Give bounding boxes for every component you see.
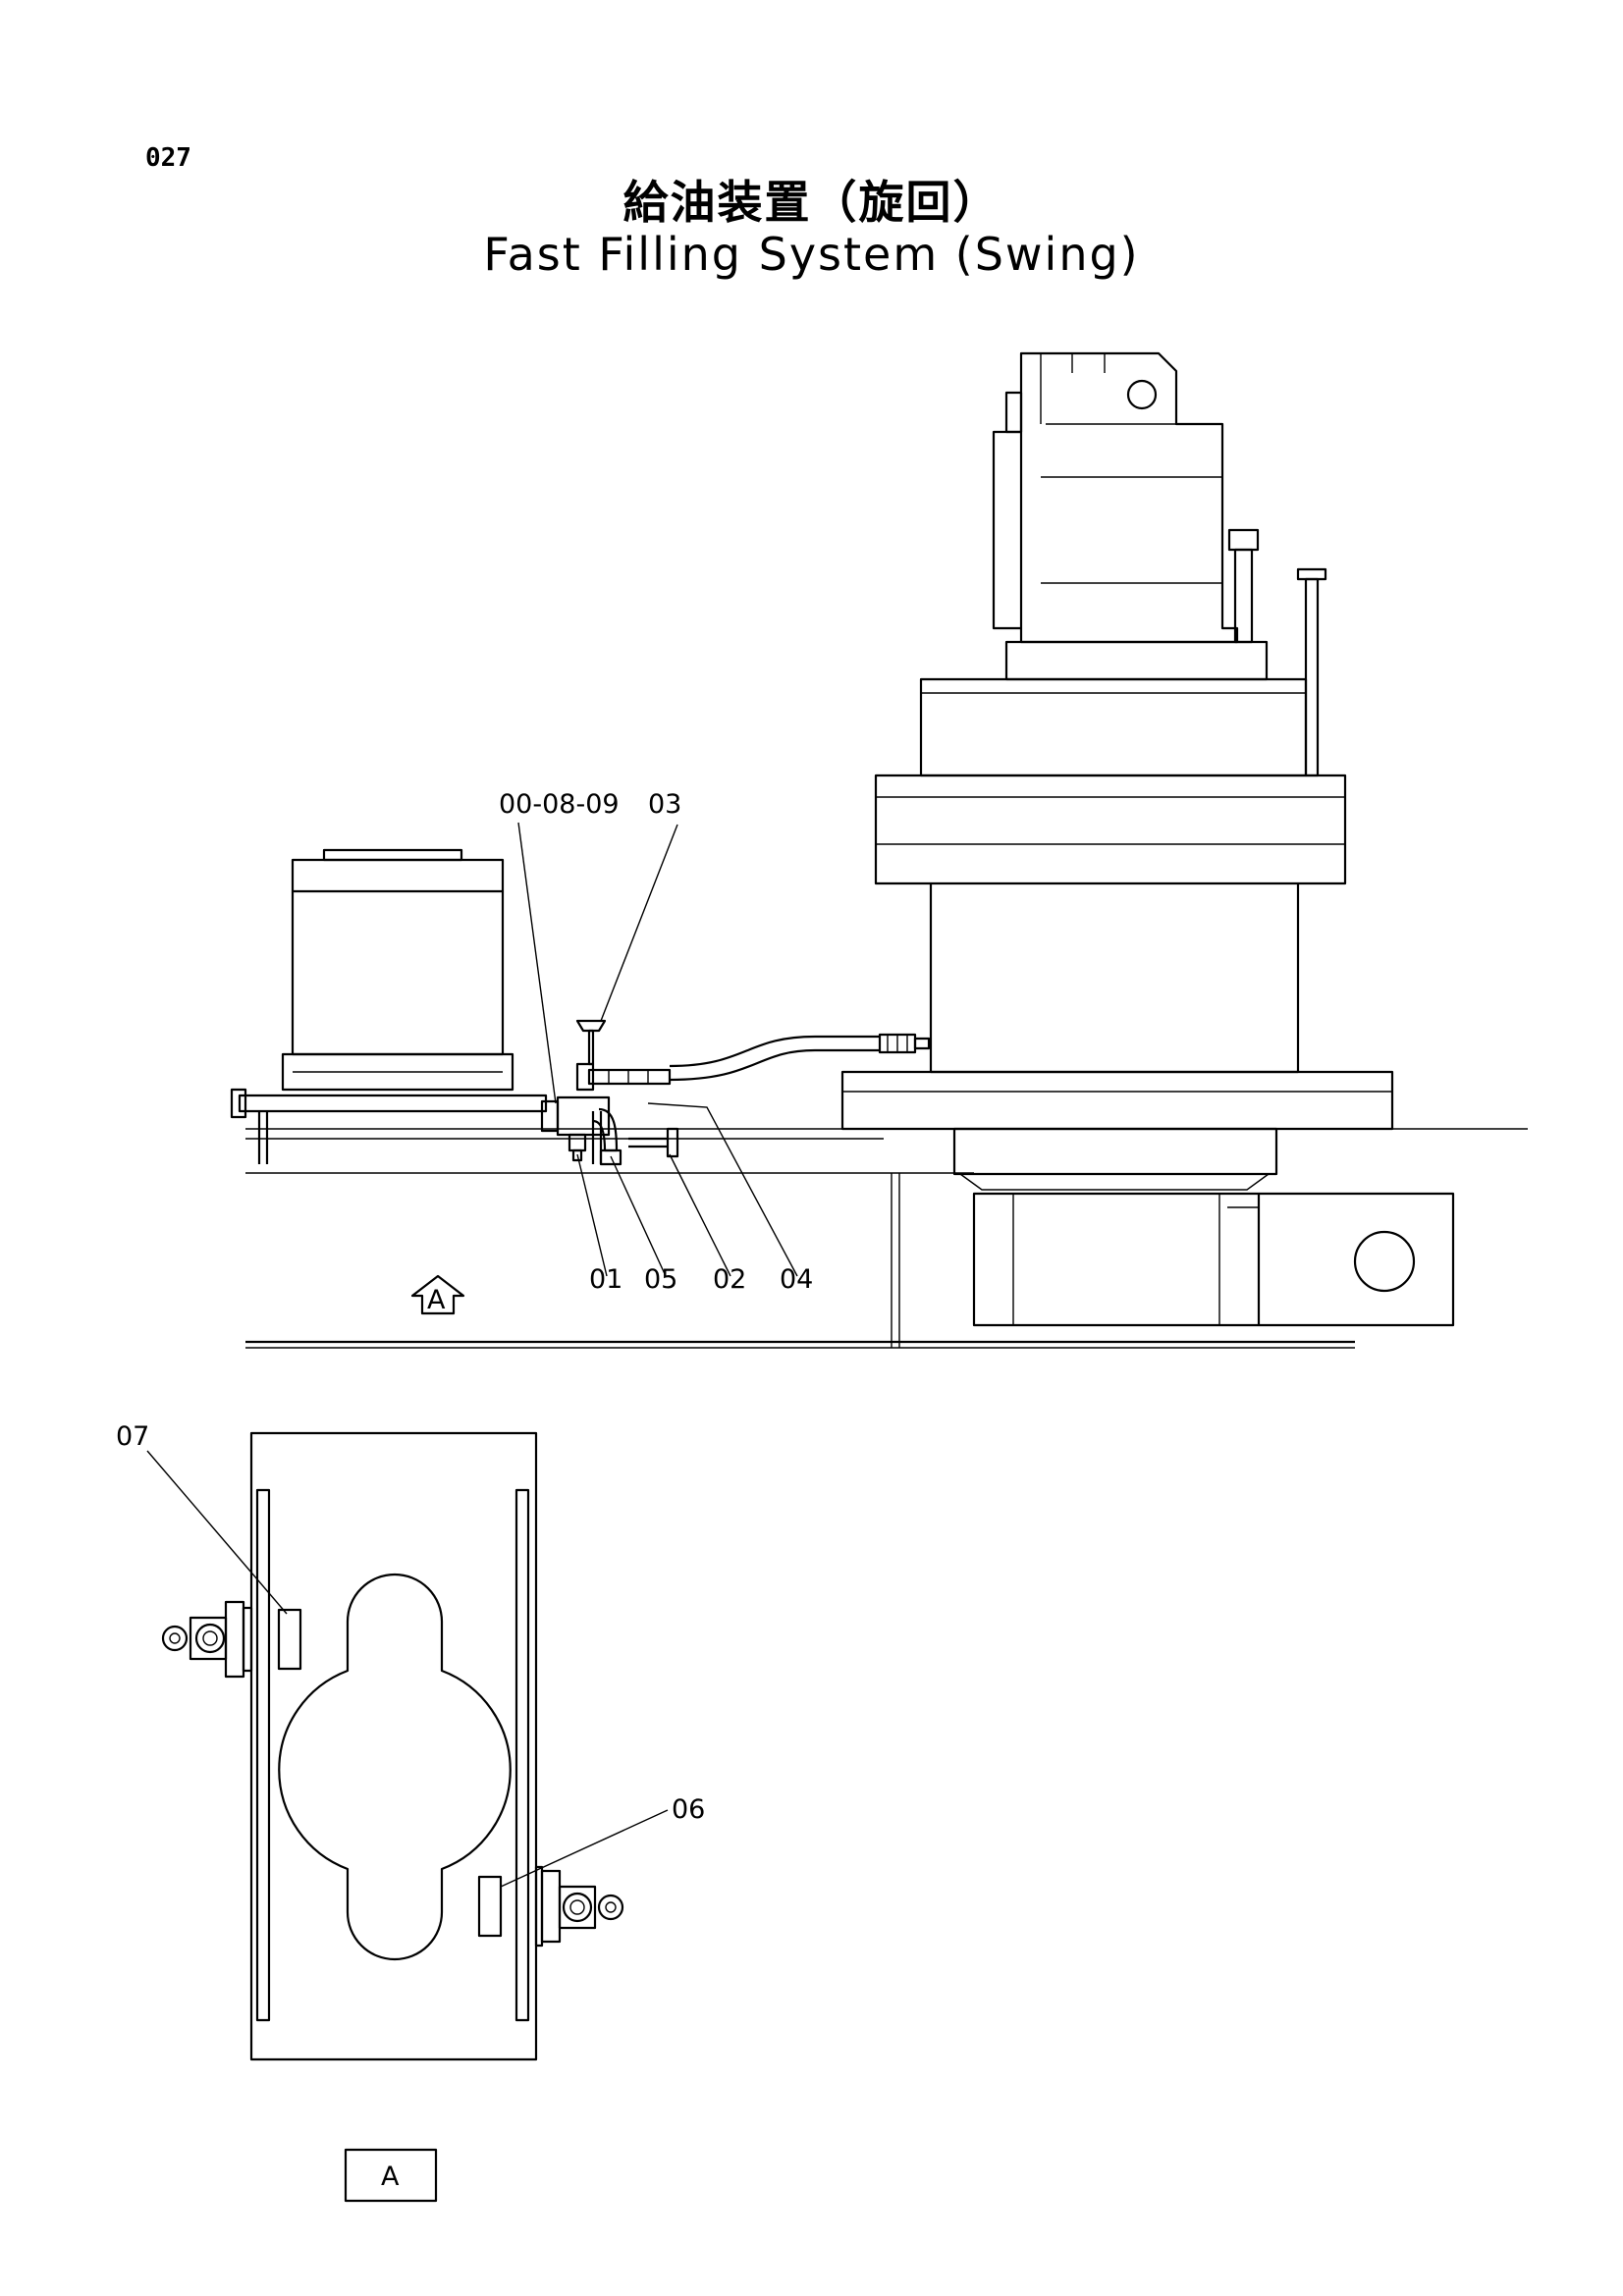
- callout-00-08-09: 00-08-09: [499, 789, 620, 820]
- callout-07: 07: [116, 1421, 149, 1452]
- callout-04: 04: [780, 1264, 813, 1295]
- upper-frame: [245, 1128, 1528, 1349]
- view-arrow-a: A: [410, 1274, 465, 1315]
- filling-valve: [540, 1019, 679, 1166]
- view-a-plate: [249, 1431, 538, 2061]
- leader-lines-upper: [517, 822, 798, 1277]
- view-box-a: A: [344, 2148, 438, 2203]
- title-english: Fast Filling System (Swing): [483, 228, 1140, 281]
- coupler-right: [534, 1865, 624, 1948]
- callout-05: 05: [644, 1264, 677, 1295]
- callout-01: 01: [589, 1264, 622, 1295]
- title-japanese: 給油装置（旋回）: [622, 176, 1001, 229]
- callout-03: 03: [648, 789, 681, 820]
- coupler-left: [161, 1600, 253, 1679]
- oil-tank: [230, 848, 603, 1164]
- callout-02: 02: [713, 1264, 746, 1295]
- callout-06: 06: [672, 1794, 705, 1825]
- leader-lines-lower: [146, 1450, 669, 1888]
- view-box-label: A: [381, 2162, 400, 2192]
- hose: [669, 1033, 931, 1082]
- view-arrow-label: A: [427, 1285, 446, 1315]
- swing-motor-assembly: [840, 351, 1455, 1327]
- page-number: 027: [145, 143, 191, 173]
